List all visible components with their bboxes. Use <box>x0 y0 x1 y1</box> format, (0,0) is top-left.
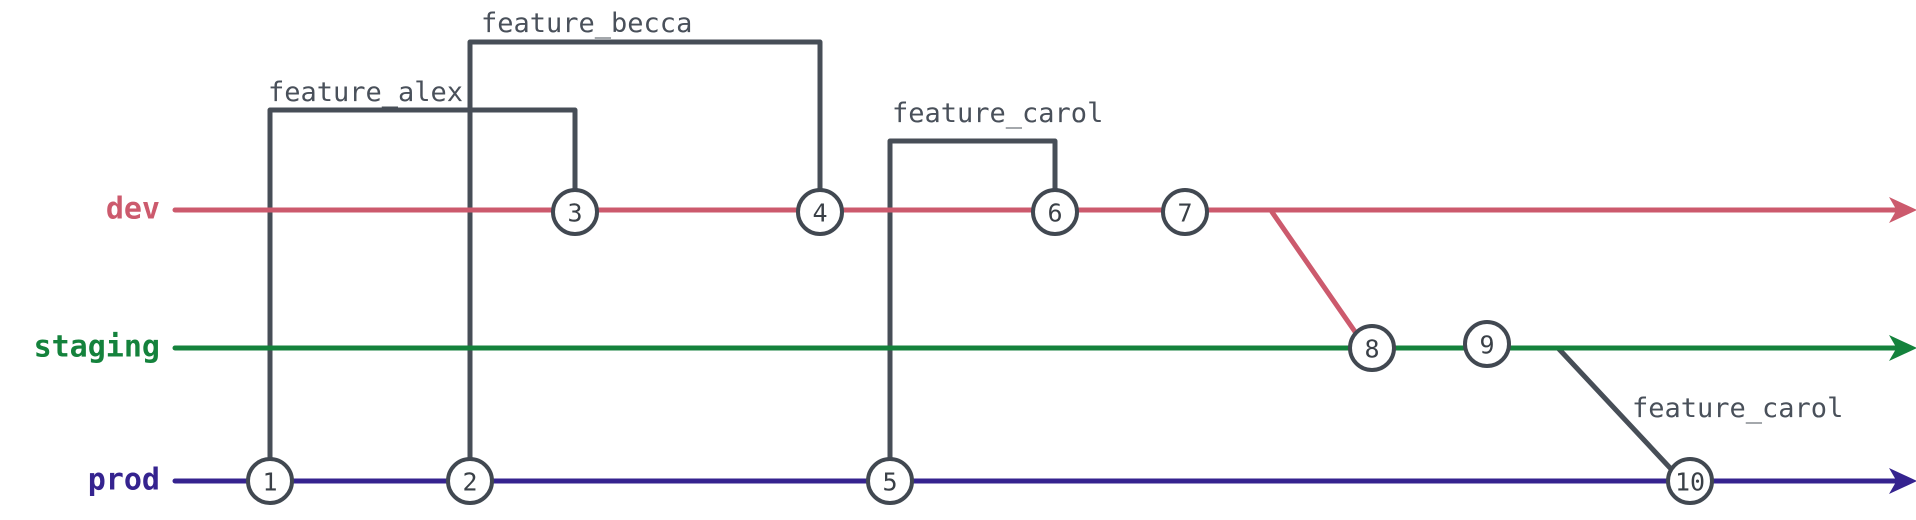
merge-path-dev-to-staging[interactable] <box>1269 209 1361 339</box>
commit-label-1: 1 <box>262 468 277 497</box>
feature-label-carol: feature_carol <box>892 98 1103 129</box>
feature-branch-path-carol[interactable] <box>887 138 1058 484</box>
commit-circle-7[interactable] <box>1161 188 1209 236</box>
branch-label-dev: dev <box>106 192 160 227</box>
feature-branch-path-becca[interactable] <box>467 39 823 484</box>
commit-circle-5[interactable] <box>866 457 914 505</box>
feature-labels: feature_alex feature_becca feature_carol… <box>268 8 1843 424</box>
commit-circle-10[interactable] <box>1666 457 1714 505</box>
feature-branch-paths <box>267 39 1675 484</box>
feature-label-becca: feature_becca <box>481 8 692 39</box>
commit-label-8: 8 <box>1364 335 1379 364</box>
commit-label-6: 6 <box>1047 199 1062 228</box>
commit-circle-9[interactable] <box>1463 320 1511 368</box>
commit-node-3[interactable]: 3 <box>551 188 599 236</box>
branch-label-prod: prod <box>88 463 160 498</box>
commit-circle-2[interactable] <box>446 457 494 505</box>
commit-label-3: 3 <box>567 199 582 228</box>
branch-label-staging: staging <box>34 330 160 365</box>
commit-circle-6[interactable] <box>1031 188 1079 236</box>
branch-labels: dev staging prod <box>34 192 160 498</box>
commit-node-2[interactable]: 2 <box>446 457 494 505</box>
commit-node-8[interactable]: 8 <box>1348 324 1396 372</box>
feature-label-alex: feature_alex <box>268 77 463 108</box>
commit-nodes: 1 2 3 4 5 6 7 8 9 10 <box>246 188 1714 505</box>
commit-circle-3[interactable] <box>551 188 599 236</box>
commit-circle-4[interactable] <box>796 188 844 236</box>
commit-label-10: 10 <box>1675 468 1705 497</box>
merge-paths <box>1269 209 1361 339</box>
commit-node-7[interactable]: 7 <box>1161 188 1209 236</box>
commit-circle-8[interactable] <box>1348 324 1396 372</box>
feature-label-carol-release: feature_carol <box>1632 393 1843 424</box>
commit-label-5: 5 <box>882 468 897 497</box>
commit-node-10[interactable]: 10 <box>1666 457 1714 505</box>
commit-label-7: 7 <box>1177 199 1192 228</box>
commit-circle-1[interactable] <box>246 457 294 505</box>
commit-label-2: 2 <box>462 468 477 497</box>
commit-label-4: 4 <box>812 199 827 228</box>
feature-branch-path-alex[interactable] <box>267 107 578 484</box>
commit-node-5[interactable]: 5 <box>866 457 914 505</box>
commit-node-9[interactable]: 9 <box>1463 320 1511 368</box>
commit-label-9: 9 <box>1479 331 1494 360</box>
commit-node-4[interactable]: 4 <box>796 188 844 236</box>
commit-node-1[interactable]: 1 <box>246 457 294 505</box>
feature-branch-path-carol-release[interactable] <box>1555 345 1675 473</box>
commit-node-6[interactable]: 6 <box>1031 188 1079 236</box>
